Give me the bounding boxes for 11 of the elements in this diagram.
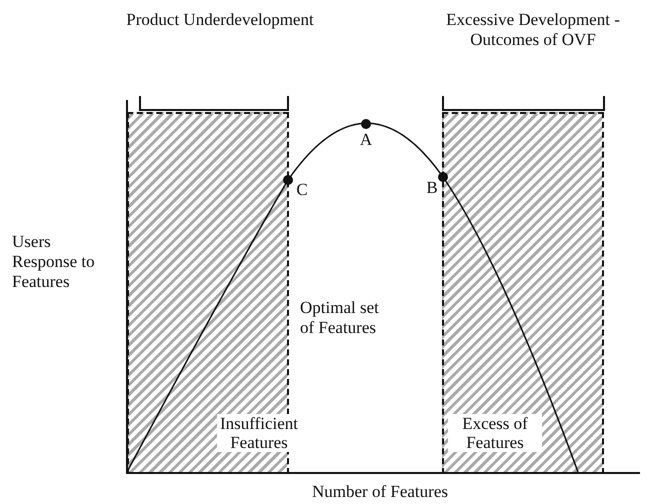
point-label: A	[358, 130, 374, 150]
bracket-heading: Product Underdevelopment	[125, 10, 315, 30]
region-label: Excess of Features	[448, 414, 542, 452]
point-label: B	[425, 178, 439, 198]
axis-title: Number of Features	[311, 482, 449, 502]
bracket-heading: Excessive Development - Outcomes of OVF	[445, 10, 621, 50]
point-label: C	[295, 180, 309, 200]
region-label: Insufficient Features	[217, 414, 301, 452]
region-note: Optimal set of Features	[300, 298, 380, 338]
axis-title: Users Response to Features	[12, 232, 96, 292]
hatched-region	[442, 112, 604, 474]
